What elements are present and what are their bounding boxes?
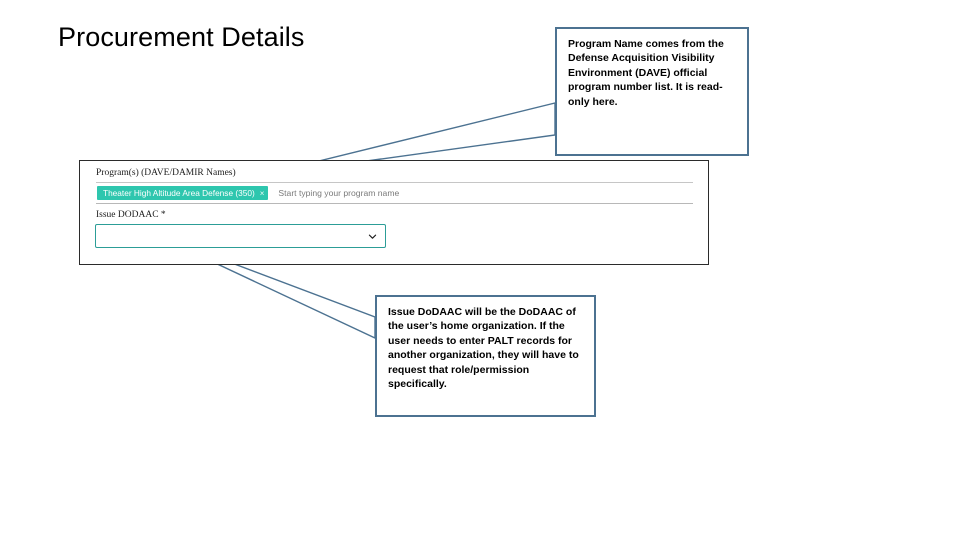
callout-issue-dodaac: Issue DoDAAC will be the DoDAAC of the u… <box>375 295 596 417</box>
required-marker: * <box>160 210 166 220</box>
dodaac-label-text: Issue DODAAC <box>96 210 159 220</box>
program-field-label: Program(s) (DAVE/DAMIR Names) <box>96 168 236 178</box>
program-search-input[interactable] <box>276 185 693 201</box>
dodaac-field-label: Issue DODAAC * <box>96 210 166 220</box>
tag-remove-icon[interactable]: × <box>259 188 265 198</box>
dodaac-select[interactable] <box>95 224 386 248</box>
chevron-down-icon[interactable] <box>367 231 378 242</box>
callout-program-name: Program Name comes from the Defense Acqu… <box>555 27 749 156</box>
program-multiselect[interactable]: Theater High Altitude Area Defense (350)… <box>96 182 693 204</box>
page-title: Procurement Details <box>58 22 305 52</box>
procurement-form-panel: Program(s) (DAVE/DAMIR Names) Theater Hi… <box>79 160 709 265</box>
program-selected-tag[interactable]: Theater High Altitude Area Defense (350)… <box>97 186 269 200</box>
program-tag-label: Theater High Altitude Area Defense (350) <box>103 188 255 198</box>
